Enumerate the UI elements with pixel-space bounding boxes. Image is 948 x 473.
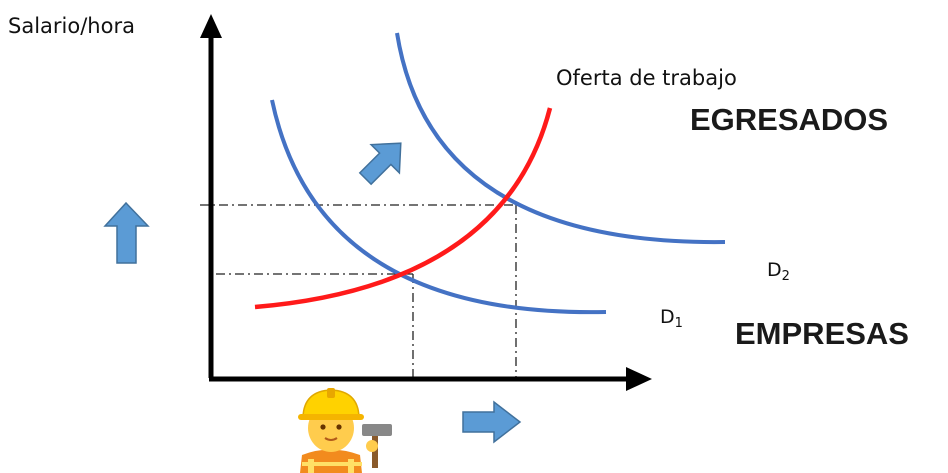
equilibrium-guides [200, 204, 517, 378]
demand-d1-label: D1 [660, 306, 683, 331]
arrow-right-icon [462, 400, 522, 444]
demand-d1-subscript: 1 [674, 316, 683, 331]
axes [200, 14, 652, 391]
companies-label: EMPRESAS [735, 316, 909, 351]
graduates-label: EGRESADOS [690, 102, 889, 137]
demand-d2-letter: D [767, 259, 782, 281]
demand-d2-subscript: 2 [781, 269, 790, 284]
demand-d1-letter: D [660, 306, 675, 328]
demand-d2-label: D2 [767, 259, 790, 284]
supply-curve [254, 107, 553, 310]
x-axis-arrowhead [626, 367, 652, 391]
arrow-up-icon [103, 201, 150, 264]
worker-icon [298, 388, 392, 473]
demand-curve-d1 [270, 99, 607, 315]
supply-curve-label: Oferta de trabajo [556, 66, 737, 90]
y-axis-arrowhead [200, 14, 222, 38]
y-axis-label: Salario/hora [8, 14, 135, 38]
demand-curve-d2 [395, 32, 726, 245]
arrow-diagonal-icon [358, 142, 402, 186]
